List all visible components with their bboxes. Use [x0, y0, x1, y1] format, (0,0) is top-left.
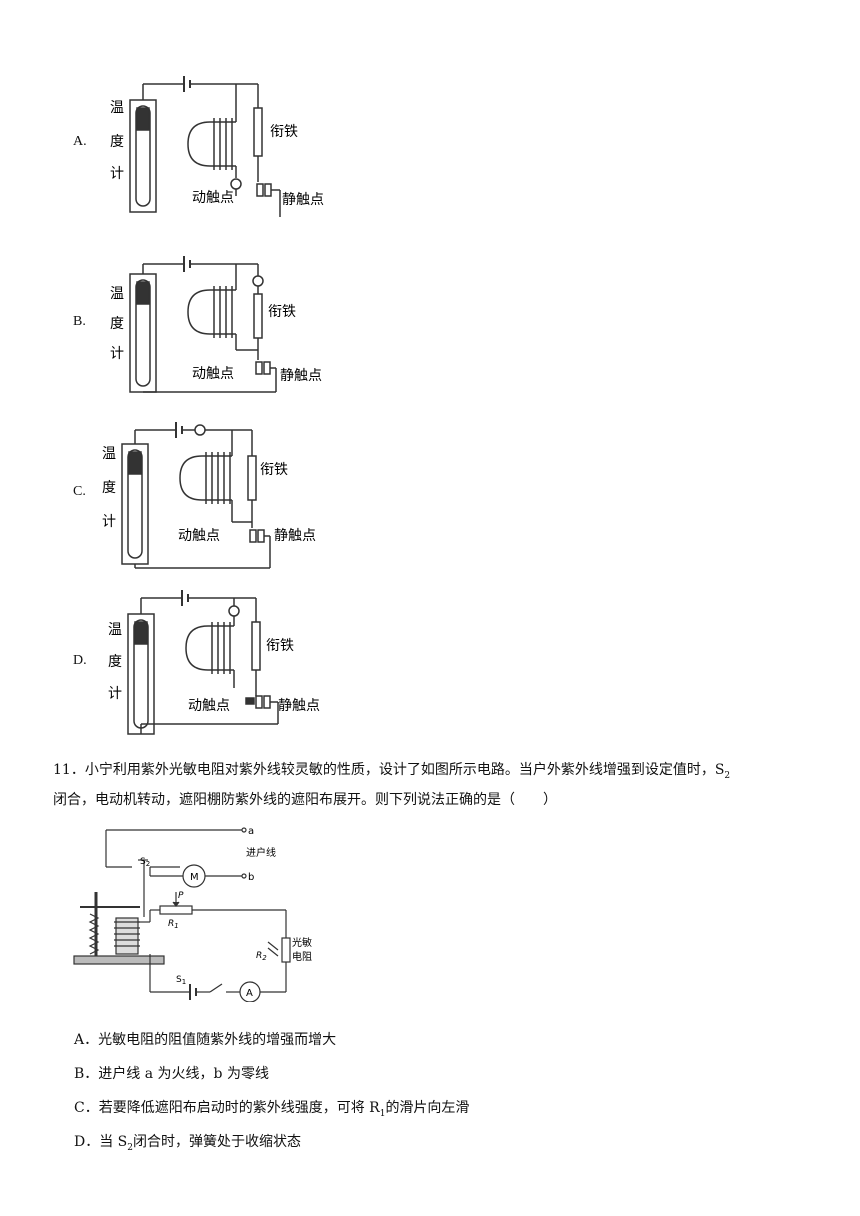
armature-label: 衔铁 [260, 462, 288, 478]
figure-d: 温 度 计 衔铁 动触点 静触点 [108, 590, 320, 735]
thermo-label-2: 度 [108, 654, 122, 670]
static-contact-label: 静触点 [278, 698, 320, 714]
answer-d-sub: 2 [127, 1142, 133, 1153]
armature-label: 衔铁 [268, 304, 296, 320]
thermo-label-2: 度 [110, 316, 124, 332]
thermo-label-1: 温 [110, 286, 124, 302]
question-text-2: 闭合，电动机转动，遮阳棚防紫外线的遮阳布展开。则下列说法正确的是（ ） [53, 792, 557, 808]
answer-c-text-pre: C．若要降低遮阳布启动时的紫外线强度，可将 R [74, 1100, 380, 1116]
option-c-label: C. [73, 484, 86, 499]
mercury [136, 107, 150, 131]
answer-d-text-pre: D．当 S [74, 1134, 128, 1150]
s2-label: S2 [140, 857, 150, 868]
armature-label: 衔铁 [270, 124, 298, 140]
photo-label-1: 光敏 [292, 936, 312, 949]
terminal-a-label: a [248, 826, 254, 837]
terminal-b-label: b [248, 872, 254, 883]
moving-contact-label: 动触点 [188, 698, 230, 714]
thermo-label-1: 温 [110, 100, 124, 116]
static-contact-label: 静触点 [280, 368, 322, 384]
motor-label: M [190, 872, 199, 883]
question-number: 11． [53, 762, 85, 778]
thermo-label-2: 度 [102, 480, 116, 496]
r2-label: R2 [256, 951, 267, 962]
thermo-label-2: 度 [110, 134, 124, 150]
answer-d: D．当 S2闭合时，弹簧处于收缩状态 [74, 1131, 301, 1153]
figure-a: 温 度 计 衔铁 动触点 静触点 [110, 76, 324, 217]
answer-d-text-post: 闭合时，弹簧处于收缩状态 [133, 1134, 301, 1150]
s1-label: S1 [176, 975, 186, 986]
circuit-figure: a b 进户线 S2 M P R1 R2 光敏 电阻 S1 A [73, 826, 312, 1002]
r1-label: R1 [168, 919, 179, 930]
moving-contact-label: 动触点 [178, 528, 220, 544]
thermo-label-3: 计 [102, 514, 116, 530]
question-11-line-1: 11．小宁利用紫外光敏电阻对紫外线较灵敏的性质，设计了如图所示电路。当户外紫外线… [53, 756, 813, 790]
thermo-label-3: 计 [110, 346, 124, 362]
option-b-label: B. [73, 314, 86, 329]
thermo-label-1: 温 [102, 446, 116, 462]
thermo-label-3: 计 [108, 686, 122, 702]
static-contact-label: 静触点 [274, 528, 316, 544]
ammeter-label: A [246, 988, 253, 999]
thermo-label-3: 计 [110, 166, 124, 182]
answer-c-text-post: 的滑片向左滑 [385, 1100, 470, 1116]
thermometer-tube [135, 105, 151, 207]
photo-label-2: 电阻 [292, 950, 312, 963]
thermo-label-1: 温 [108, 622, 122, 638]
incoming-line-label: 进户线 [246, 846, 276, 859]
question-text-1-sub: 2 [724, 770, 731, 781]
answer-c-sub: 1 [379, 1108, 386, 1119]
slider-p-label: P [178, 891, 184, 901]
figure-c: 温 度 计 衔铁 动触点 静触点 [102, 422, 316, 569]
question-text-1: 小宁利用紫外光敏电阻对紫外线较灵敏的性质，设计了如图所示电路。当户外紫外线增强到… [84, 762, 725, 778]
armature-label: 衔铁 [266, 638, 294, 654]
static-contact-label: 静触点 [282, 192, 324, 208]
answer-c: C．若要降低遮阳布启动时的紫外线强度，可将 R1的滑片向左滑 [74, 1097, 469, 1119]
figure-b: 温 度 计 衔铁 动触点 静触点 [110, 256, 322, 393]
question-11-line-2: 闭合，电动机转动，遮阳棚防紫外线的遮阳布展开。则下列说法正确的是（ ） [53, 786, 813, 814]
option-a-label: A. [73, 134, 87, 149]
moving-contact-label: 动触点 [192, 366, 234, 382]
answer-a: A．光敏电阻的阻值随紫外线的增强而增大 [74, 1032, 337, 1048]
answer-b: B．进户线 a 为火线，b 为零线 [74, 1066, 269, 1082]
option-d-label: D. [73, 653, 87, 668]
moving-contact-label: 动触点 [192, 190, 234, 206]
